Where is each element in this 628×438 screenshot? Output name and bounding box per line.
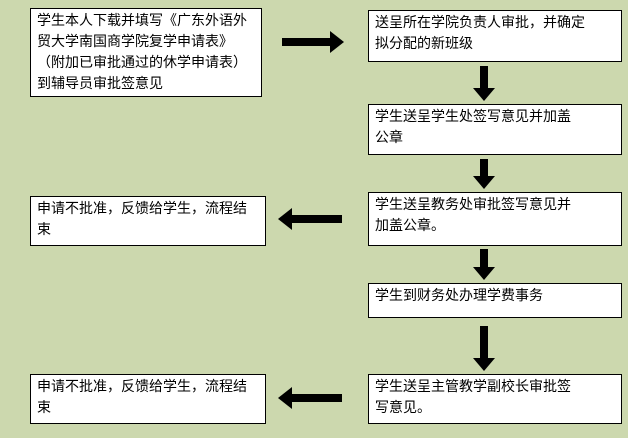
arrow-head	[473, 267, 495, 280]
arrow-finance-to-vice-president-icon	[473, 326, 495, 371]
arrow-head	[473, 358, 495, 371]
flow-box-academic-affairs-office: 学生送呈教务处审批签写意见并 加盖公章。	[368, 192, 622, 246]
arrow-shaft	[291, 394, 342, 402]
flow-box-vice-president-approval: 学生送呈主管教学副校长审批签 写意见。	[368, 374, 622, 424]
arrow-shaft	[282, 38, 331, 46]
arrow-shaft	[480, 249, 488, 268]
arrow-head	[473, 88, 495, 101]
arrow-college-to-student-affairs-icon	[473, 66, 495, 101]
arrow-download-to-college-icon	[282, 30, 344, 54]
arrow-head	[278, 387, 292, 409]
arrow-shaft	[480, 159, 488, 177]
arrow-academic-to-reject-upper-icon	[278, 207, 342, 231]
arrow-academic-to-finance-icon	[473, 249, 495, 280]
flow-box-reject-lower: 申请不批准，反馈给学生，流程结 束	[30, 374, 266, 424]
flow-box-download-form: 学生本人下载并填写《广东外语外 贸大学南国商学院复学申请表》 （附加已审批通过的…	[30, 8, 262, 97]
arrow-head	[330, 31, 344, 53]
flow-box-student-affairs-office: 学生送呈学生处签写意见并加盖 公章	[368, 104, 622, 155]
flow-box-finance-office: 学生到财务处办理学费事务	[368, 283, 622, 318]
flow-box-reject-upper: 申请不批准，反馈给学生，流程结 束	[30, 196, 266, 246]
arrow-head	[473, 176, 495, 189]
arrow-shaft	[291, 215, 342, 223]
arrow-vice-president-to-reject-lower-icon	[278, 386, 342, 410]
arrow-student-affairs-to-academic-icon	[473, 159, 495, 189]
flow-box-college-leader-approval: 送呈所在学院负责人审批，并确定 拟分配的新班级	[368, 10, 622, 62]
arrow-head	[278, 208, 292, 230]
arrow-shaft	[480, 326, 488, 359]
arrow-shaft	[480, 66, 488, 89]
